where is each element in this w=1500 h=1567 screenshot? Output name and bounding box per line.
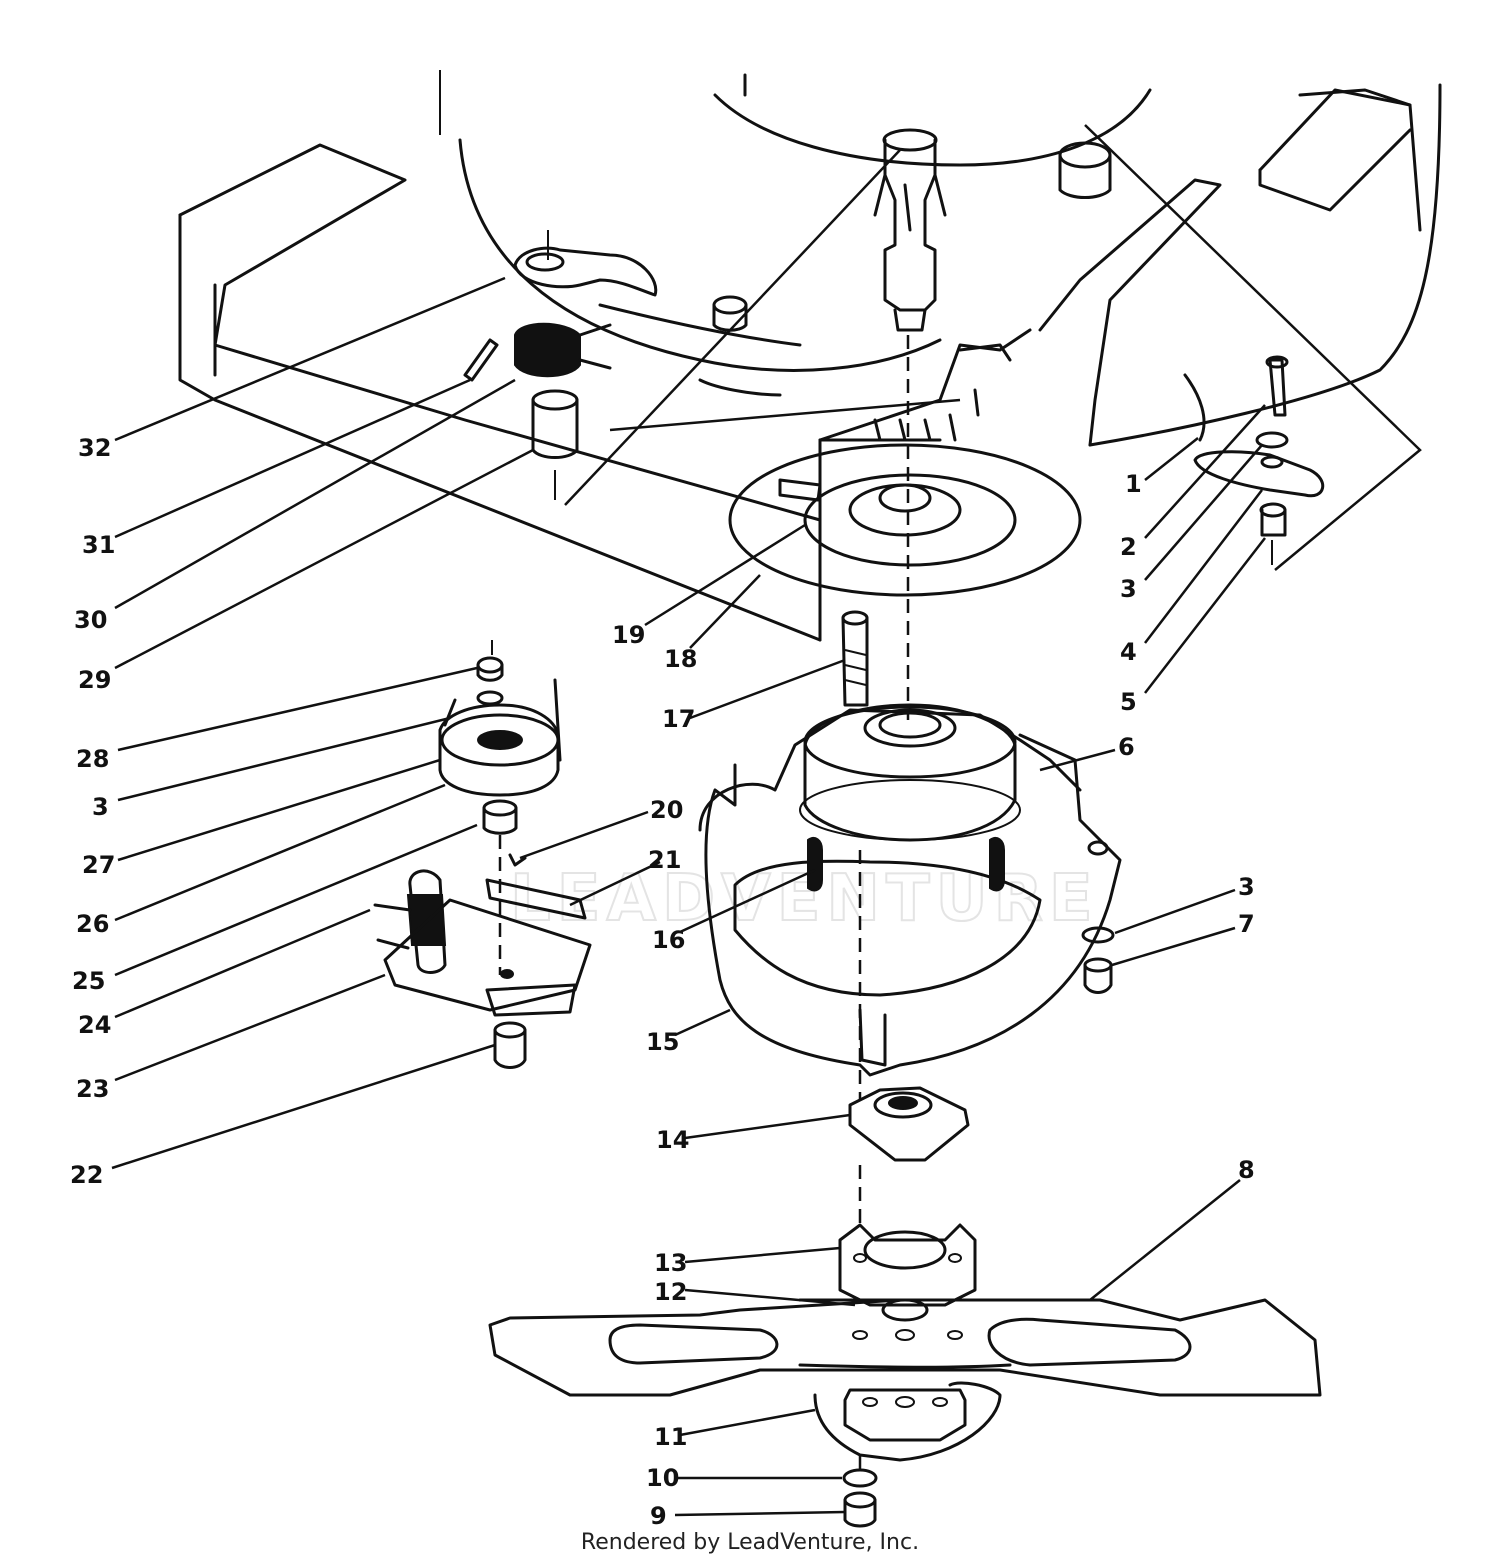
mower-blade	[488, 1298, 1322, 1397]
footer-credit: Rendered by LeadVenture, Inc.	[580, 1530, 920, 1555]
callout-2: 2	[1120, 533, 1137, 561]
callout-14: 14	[656, 1126, 689, 1154]
callout-labels: 32 31 30 29 28 3 27 26 25 24 23 22 19 18…	[70, 434, 1255, 1530]
callout-26: 26	[76, 910, 109, 938]
callout-16: 16	[652, 926, 685, 954]
callout-17: 17	[662, 705, 695, 733]
callout-32: 32	[78, 434, 111, 462]
callout-15: 15	[646, 1028, 679, 1056]
idler-pulley-assembly	[373, 640, 592, 1069]
callout-19: 19	[612, 621, 645, 649]
callout-3-left: 3	[92, 793, 109, 821]
callout-13: 13	[654, 1249, 687, 1277]
callout-1: 1	[1125, 470, 1142, 498]
callout-10: 10	[646, 1464, 679, 1492]
blade-adapter	[838, 1223, 977, 1322]
callout-11: 11	[654, 1423, 687, 1451]
callout-27: 27	[82, 851, 115, 879]
callout-3-right-top: 3	[1120, 575, 1137, 603]
spindle-shaft	[873, 128, 947, 720]
callout-21: 21	[648, 846, 681, 874]
washer-nut-right	[1081, 926, 1115, 994]
spindle-housing	[698, 703, 1122, 1100]
leader-lines	[111, 149, 1266, 1517]
spindle-plate	[728, 343, 1082, 597]
callout-18: 18	[664, 645, 697, 673]
callout-6: 6	[1118, 733, 1135, 761]
callout-24: 24	[78, 1011, 111, 1039]
callout-22: 22	[70, 1161, 103, 1189]
callout-5: 5	[1120, 688, 1137, 716]
idler-arm-assembly	[463, 230, 658, 500]
right-hardware	[1084, 124, 1422, 571]
blade-retainer	[813, 1381, 1002, 1470]
callout-31: 31	[82, 531, 115, 559]
callout-20: 20	[650, 796, 683, 824]
callout-9: 9	[650, 1502, 667, 1530]
callout-7: 7	[1238, 910, 1255, 938]
bearing-flange	[848, 1086, 970, 1230]
callout-8: 8	[1238, 1156, 1255, 1184]
blade-washer-nut	[842, 1468, 878, 1528]
callout-29: 29	[78, 666, 111, 694]
stud-bolt	[841, 610, 869, 707]
callout-28: 28	[76, 745, 109, 773]
callout-3-right-bottom: 3	[1238, 873, 1255, 901]
callout-12: 12	[654, 1278, 687, 1306]
callout-25: 25	[72, 967, 105, 995]
watermark: LEADVENTURE	[510, 862, 1099, 936]
deck-bushing	[712, 141, 1112, 332]
callout-4: 4	[1120, 638, 1137, 666]
callout-30: 30	[74, 606, 107, 634]
callout-23: 23	[76, 1075, 109, 1103]
